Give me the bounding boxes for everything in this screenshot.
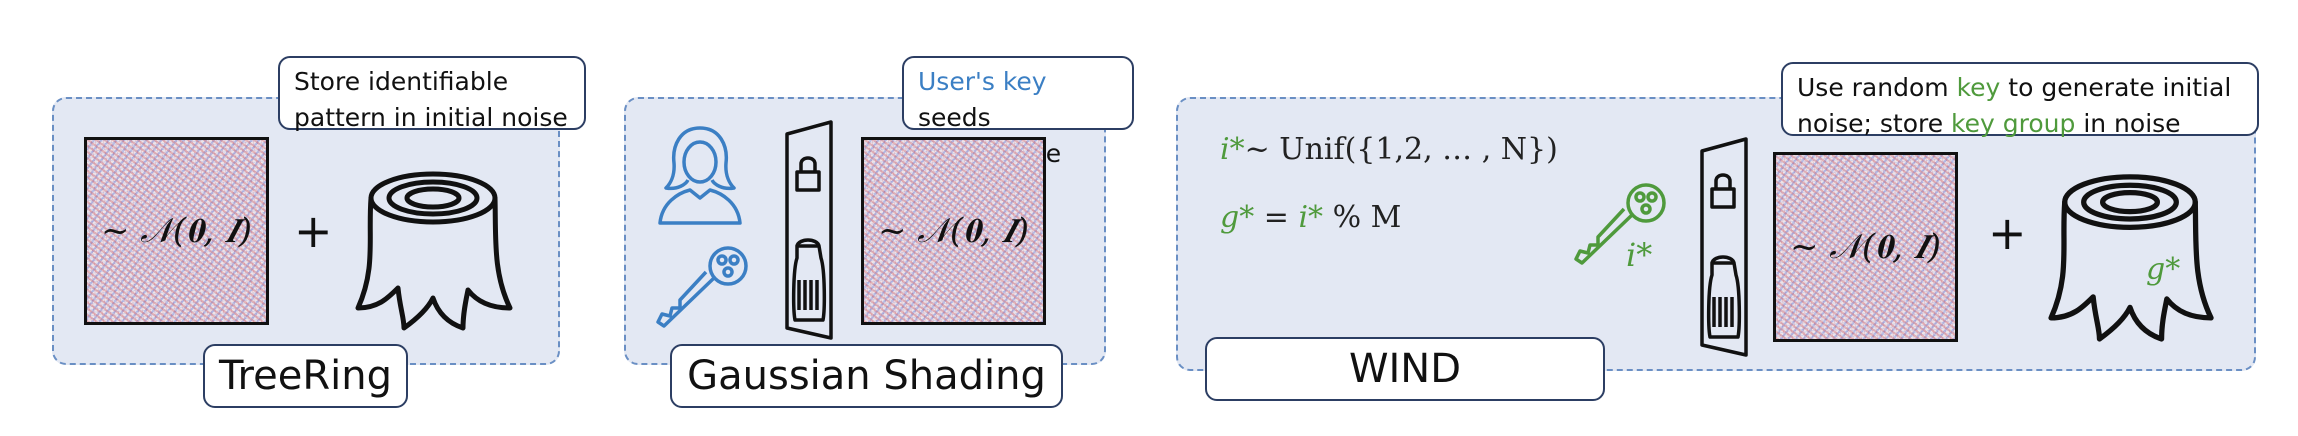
- person-icon: [658, 126, 742, 225]
- gaussian-callout-line-1: User's key seeds: [918, 64, 1118, 136]
- wind-plus: +: [1988, 206, 2027, 260]
- wind-callout-line-1: Use random key to generate initial: [1797, 70, 2243, 106]
- treering-callout-line-2: pattern in initial noise: [294, 103, 568, 132]
- gaussian-lock-panel: [785, 120, 833, 340]
- wind-callout-text-a: Use random: [1797, 73, 1957, 102]
- gaussian-callout-rest: seeds: [918, 103, 991, 132]
- treering-label: TreeRing: [203, 344, 408, 408]
- treering-noise-distribution: ~ 𝒩(𝟎, 𝑰): [100, 211, 253, 251]
- wind-label: WIND: [1205, 337, 1605, 401]
- treering-callout: Store identifiable pattern in initial no…: [278, 56, 586, 132]
- wind-callout-key-group: key group: [1951, 109, 2076, 138]
- wind-eq2-var: g*: [1220, 200, 1255, 235]
- wind-key-label: i*: [1626, 236, 1653, 274]
- treering-callout-line-1: Store identifiable: [294, 67, 509, 96]
- gaussian-noise-image: ~ 𝒩(𝟎, 𝑰): [861, 137, 1046, 325]
- wind-equation-1: i*~ Unif({1,2, … , N}): [1220, 132, 1558, 167]
- wind-noise-image: ~ 𝒩(𝟎, 𝑰): [1773, 152, 1958, 342]
- gaussian-noise-distribution: ~ 𝒩(𝟎, 𝑰): [877, 211, 1030, 251]
- gaussian-label: Gaussian Shading: [670, 344, 1063, 408]
- wind-lock-panel: [1700, 137, 1748, 357]
- treering-noise-image: ~ 𝒩(𝟎, 𝑰): [84, 137, 269, 325]
- gaussian-callout: User's key seeds initial noise: [902, 56, 1134, 168]
- wind-stump-label: g*: [2146, 252, 2181, 287]
- key-icon: [656, 246, 748, 328]
- tree-stump-icon: [355, 171, 513, 331]
- gaussian-callout-key: User's key: [918, 67, 1047, 96]
- wind-tree-stump-icon: [2048, 174, 2214, 342]
- wind-eq2-rest: % M: [1323, 200, 1402, 235]
- wind-callout-key: key: [1956, 73, 2001, 102]
- wind-callout-line-2: noise; store key group in noise: [1797, 106, 2243, 142]
- wind-eq1-var: i*: [1220, 132, 1245, 167]
- treering-plus: +: [294, 204, 333, 258]
- wind-noise-distribution: ~ 𝒩(𝟎, 𝑰): [1789, 227, 1942, 267]
- wind-callout-text-d: in noise: [2075, 109, 2181, 138]
- wind-eq2-var2: i*: [1298, 200, 1324, 235]
- wind-eq1-rest: ~ Unif({1,2, … , N}): [1244, 132, 1558, 167]
- wind-callout-text-c: noise; store: [1797, 109, 1952, 138]
- wind-eq2-eq: =: [1254, 200, 1299, 235]
- wind-panel: [1176, 97, 2256, 371]
- wind-key-icon: [1574, 183, 1666, 265]
- wind-equation-2: g* = i* % M: [1220, 200, 1401, 235]
- wind-callout-text-b: to generate initial: [2000, 73, 2232, 102]
- wind-callout: Use random key to generate initial noise…: [1781, 62, 2259, 138]
